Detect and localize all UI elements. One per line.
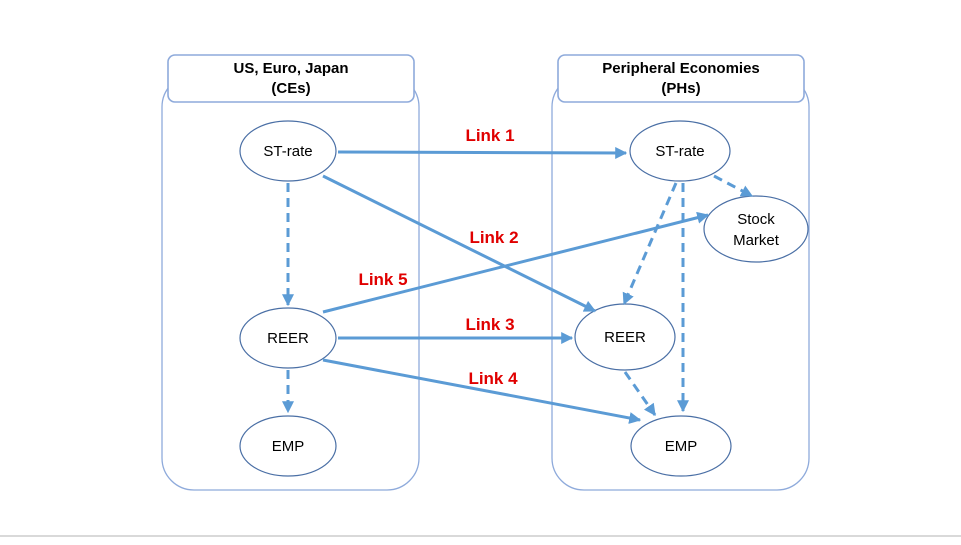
link2-arrow [322, 174, 597, 313]
ph-reer-label: REER [604, 329, 646, 346]
link3-label: Link 3 [465, 315, 514, 334]
link1-arrow [337, 146, 628, 159]
ph-group-title-line2: (PHs) [661, 80, 700, 97]
link1-label: Link 1 [465, 126, 514, 145]
ph-st-rate-to-reer-arrow [622, 182, 678, 306]
ph-stock-label-line1: Stock [737, 211, 775, 228]
ce-group-title-line2: (CEs) [271, 80, 310, 97]
link4-arrow [322, 358, 642, 424]
ce-emp-label: EMP [272, 438, 305, 455]
ph-st-rate-label: ST-rate [655, 143, 704, 160]
link5-arrow [322, 211, 710, 314]
ph-st-rate-to-stock-arrow [713, 174, 754, 198]
ph-st-rate-node [629, 120, 731, 182]
ph-reer-to-emp-arrow [623, 371, 657, 416]
ce-reer-node [239, 307, 337, 369]
ce-reer-label: REER [267, 330, 309, 347]
ce-group-header [167, 54, 415, 103]
ph-group-title-line1: Peripheral Economies [602, 60, 760, 77]
ce-st-rate-label: ST-rate [263, 143, 312, 160]
ce-emp-node [239, 415, 337, 477]
ph-emp-label: EMP [665, 438, 698, 455]
ce-group-title-line1: US, Euro, Japan [233, 60, 348, 77]
ph-group-header [557, 54, 805, 103]
ph-stock-label-line2: Market [733, 232, 780, 249]
link4-label: Link 4 [468, 369, 518, 388]
ce-st-rate-node [239, 120, 337, 182]
ph-emp-node [630, 415, 732, 477]
bottom-divider [0, 535, 961, 537]
link2-label: Link 2 [469, 228, 518, 247]
ph-stock-market-node [703, 195, 809, 263]
link5-label: Link 5 [358, 270, 407, 289]
